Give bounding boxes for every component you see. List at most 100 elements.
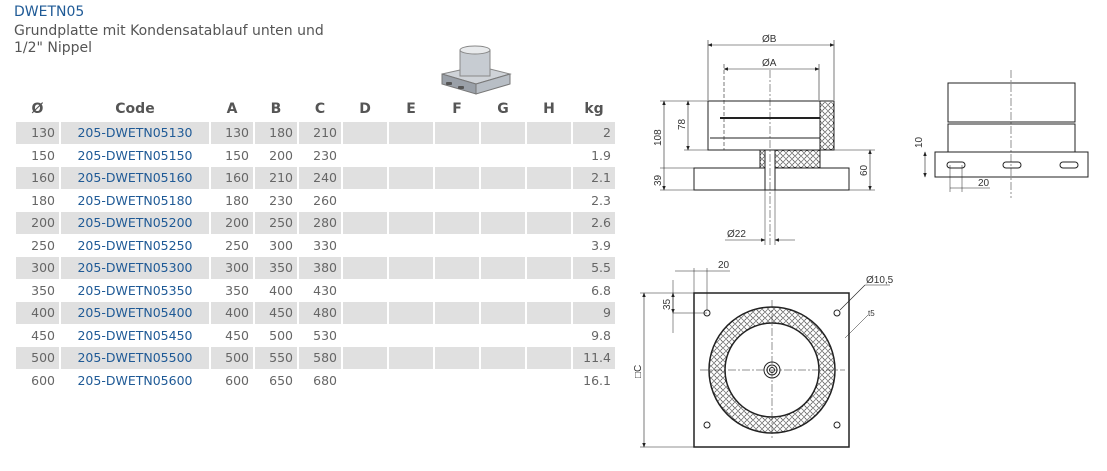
empty-cell bbox=[343, 190, 387, 212]
code-link[interactable]: 205-DWETN05300 bbox=[61, 257, 209, 279]
code-link[interactable]: 205-DWETN05150 bbox=[77, 147, 193, 163]
empty-cell bbox=[343, 235, 387, 257]
code-link[interactable]: 205-DWETN05400 bbox=[61, 302, 209, 324]
empty-cell bbox=[343, 280, 387, 302]
b-cell: 400 bbox=[269, 282, 293, 298]
diameter-cell: 400 bbox=[16, 302, 59, 324]
empty-cell bbox=[389, 302, 433, 324]
c-cell: 530 bbox=[313, 327, 337, 343]
a-cell: 180 bbox=[225, 192, 249, 208]
dim-60-label: 60 bbox=[859, 164, 870, 176]
b-cell: 450 bbox=[255, 302, 297, 324]
b-cell: 550 bbox=[255, 347, 297, 369]
empty-cell bbox=[389, 122, 433, 144]
dim-20-side-label: 20 bbox=[978, 178, 990, 189]
diameter-cell: 250 bbox=[31, 237, 55, 253]
code-link[interactable]: 205-DWETN05130 bbox=[61, 122, 209, 144]
empty-cell bbox=[343, 257, 387, 279]
column-header: G bbox=[497, 101, 509, 117]
empty-cell bbox=[527, 190, 571, 212]
empty-cell bbox=[527, 235, 571, 257]
code-link[interactable]: 205-DWETN05350 bbox=[77, 282, 193, 298]
diameter-cell: 600 bbox=[31, 372, 55, 388]
weight-cell: 1.9 bbox=[591, 147, 611, 163]
code-link[interactable]: 205-DWETN05180 bbox=[77, 192, 193, 208]
c-cell: 230 bbox=[313, 147, 337, 163]
b-cell: 300 bbox=[269, 237, 293, 253]
empty-cell bbox=[389, 235, 433, 257]
column-header: H bbox=[543, 101, 555, 117]
a-cell: 500 bbox=[211, 347, 253, 369]
dim-a-label: ØA bbox=[762, 58, 777, 69]
column-header: kg bbox=[584, 101, 604, 117]
a-cell: 130 bbox=[211, 122, 253, 144]
column-header: F bbox=[452, 101, 462, 117]
code-link[interactable]: 205-DWETN05450 bbox=[77, 327, 193, 343]
weight-cell: 11.4 bbox=[573, 347, 615, 369]
dim-b-label: ØB bbox=[762, 34, 777, 45]
diameter-cell: 200 bbox=[16, 212, 59, 234]
empty-cell bbox=[389, 212, 433, 234]
empty-cell bbox=[435, 370, 479, 392]
empty-cell bbox=[343, 370, 387, 392]
product-description: Grundplatte mit Kondensatablauf unten un… bbox=[14, 23, 324, 56]
empty-cell bbox=[389, 347, 433, 369]
b-cell: 210 bbox=[255, 167, 297, 189]
dim-35-label: 35 bbox=[662, 298, 673, 310]
top-view bbox=[640, 268, 890, 448]
weight-cell: 9.8 bbox=[591, 327, 611, 343]
weight-cell: 2.1 bbox=[573, 167, 615, 189]
empty-cell bbox=[527, 167, 571, 189]
code-link[interactable]: 205-DWETN05500 bbox=[61, 347, 209, 369]
empty-cell bbox=[481, 370, 525, 392]
empty-cell bbox=[435, 212, 479, 234]
weight-cell: 2 bbox=[573, 122, 615, 144]
a-cell: 150 bbox=[225, 147, 249, 163]
empty-cell bbox=[527, 280, 571, 302]
empty-cell bbox=[481, 212, 525, 234]
empty-cell bbox=[435, 235, 479, 257]
diameter-cell: 180 bbox=[31, 192, 55, 208]
empty-cell bbox=[527, 302, 571, 324]
empty-cell bbox=[481, 347, 525, 369]
product-code-title: DWETN05 bbox=[14, 4, 85, 20]
c-cell: 480 bbox=[299, 302, 341, 324]
empty-cell bbox=[481, 302, 525, 324]
empty-cell bbox=[343, 347, 387, 369]
code-link[interactable]: 205-DWETN05600 bbox=[77, 372, 193, 388]
empty-cell bbox=[481, 190, 525, 212]
c-cell: 330 bbox=[313, 237, 337, 253]
column-header: D bbox=[359, 101, 371, 117]
empty-cell bbox=[435, 325, 479, 347]
a-cell: 200 bbox=[211, 212, 253, 234]
a-cell: 600 bbox=[225, 372, 249, 388]
empty-cell bbox=[481, 280, 525, 302]
weight-cell: 9 bbox=[573, 302, 615, 324]
empty-cell bbox=[481, 122, 525, 144]
a-cell: 450 bbox=[225, 327, 249, 343]
a-cell: 250 bbox=[225, 237, 249, 253]
code-link[interactable]: 205-DWETN05250 bbox=[77, 237, 193, 253]
diameter-cell: 150 bbox=[31, 147, 55, 163]
dim-78-label: 78 bbox=[677, 118, 688, 130]
empty-cell bbox=[389, 257, 433, 279]
column-header: A bbox=[226, 101, 238, 117]
diameter-cell: 500 bbox=[16, 347, 59, 369]
a-cell: 160 bbox=[211, 167, 253, 189]
code-link[interactable]: 205-DWETN05160 bbox=[61, 167, 209, 189]
empty-cell bbox=[389, 190, 433, 212]
empty-cell bbox=[481, 235, 525, 257]
empty-cell bbox=[389, 370, 433, 392]
b-cell: 180 bbox=[255, 122, 297, 144]
empty-cell bbox=[389, 280, 433, 302]
c-cell: 240 bbox=[299, 167, 341, 189]
diameter-cell: 160 bbox=[16, 167, 59, 189]
code-link[interactable]: 205-DWETN05200 bbox=[61, 212, 209, 234]
dim-22-label: Ø22 bbox=[727, 229, 746, 240]
